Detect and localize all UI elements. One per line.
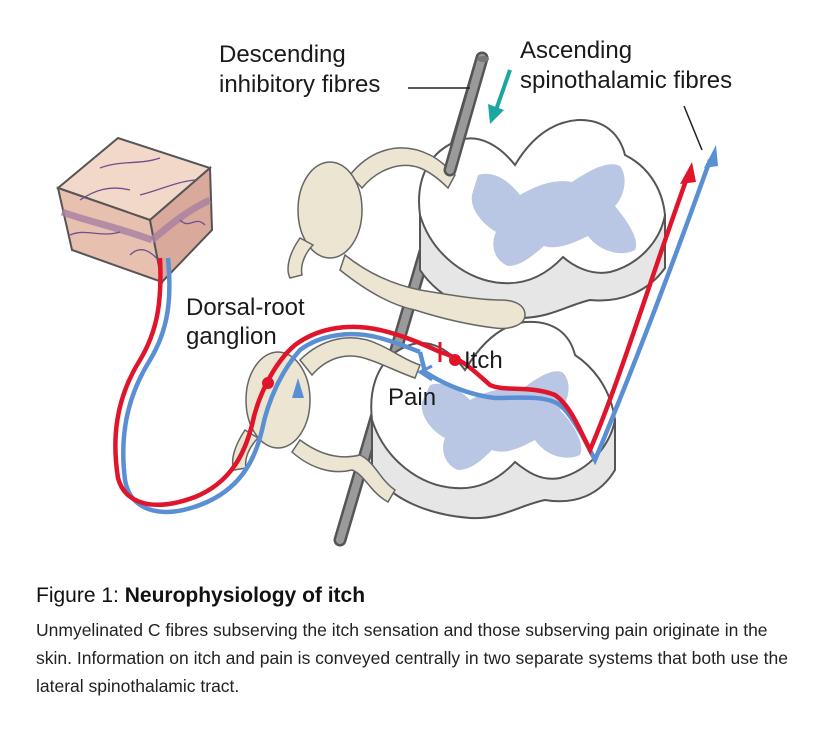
itch-synapse-dot <box>449 354 461 366</box>
drg-label-line1: Dorsal-root <box>186 294 305 321</box>
skin-block <box>56 136 214 285</box>
caption-title: Figure 1: Neurophysiology of itch <box>36 582 796 610</box>
descending-arrow <box>488 69 512 124</box>
caption-prefix: Figure 1: <box>36 584 125 607</box>
ascending-leader-line <box>683 105 703 151</box>
itch-neurophysiology-diagram: Descending inhibitory fibres Ascending s… <box>56 37 732 547</box>
ganglion-cell-dot <box>262 377 274 389</box>
grey-matter-upper <box>471 164 637 266</box>
grey-matter-lower <box>421 371 582 470</box>
spinal-cord-upper-segment <box>418 118 667 320</box>
pain-label: Pain <box>388 384 436 411</box>
descending-label-line1: Descending <box>219 41 346 68</box>
upper-nerve-roots <box>287 147 526 330</box>
drg-label-line2: ganglion <box>186 323 277 350</box>
upper-ganglion <box>297 161 363 259</box>
itch-fibre <box>113 162 696 507</box>
caption-body: Unmyelinated C fibres subserving the itc… <box>36 620 788 696</box>
descending-fibre-rod-top <box>443 51 489 177</box>
caption-heading: Neurophysiology of itch <box>124 584 366 607</box>
descending-label-line2: inhibitory fibres <box>219 71 380 98</box>
ascending-label-line2: spinothalamic fibres <box>520 67 732 94</box>
spinal-cord-lower-segment <box>370 320 617 520</box>
figure-caption: Figure 1: Neurophysiology of itch Unmyel… <box>36 582 796 700</box>
ascending-label-line1: Ascending <box>520 37 632 64</box>
itch-label: Itch <box>464 347 503 374</box>
